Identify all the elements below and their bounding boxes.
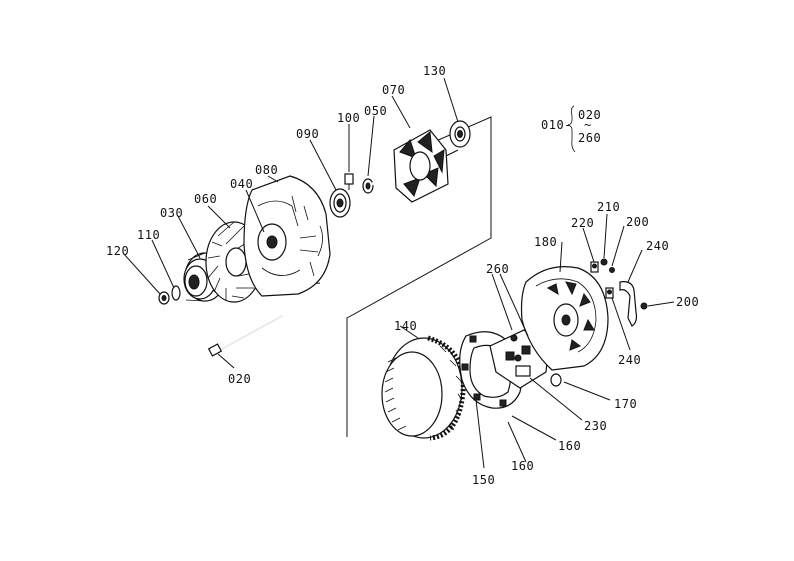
label-020: 020 [228,372,251,386]
washer-210 [600,258,608,266]
rear-frame-180 [520,266,609,371]
label-260: 260 [486,262,509,276]
collar-050 [362,178,374,194]
screw-100 [344,173,354,190]
label-250: 240 [646,239,669,253]
label-090: 090 [296,127,319,141]
label-130: 130 [423,64,446,78]
nut-200a [609,267,615,273]
label-210: 210 [597,200,620,214]
label-050: 050 [364,104,387,118]
label-200-top: 200 [626,215,649,229]
bearing-090 [329,188,351,218]
bearing-130 [449,120,471,148]
leader-lines [123,77,675,469]
label-060: 060 [194,192,217,206]
label-220: 220 [571,216,594,230]
label-100: 100 [337,111,360,125]
assembly-note-brace [567,105,576,153]
label-150: 150 [472,473,495,487]
terminal-bolt-220 [590,261,599,273]
label-240: 240 [618,353,641,367]
part-labels: 130 070 050 100 090 080 040 060 030 110 … [106,64,699,487]
bushing-190 [550,373,562,387]
assembly-note-prefix: 010- [541,118,572,132]
label-120: 120 [106,244,129,258]
assembly-note-from: 020 [578,108,601,122]
label-030: 030 [160,206,183,220]
label-180: 180 [534,235,557,249]
label-170: 160 [558,439,581,453]
label-140: 140 [394,319,417,333]
stator-140 [381,335,466,441]
pin-160 [501,411,513,419]
connector-250 [619,281,638,327]
rotor-070 [371,129,459,203]
nut-200b [640,302,648,310]
label-160: 160 [511,459,534,473]
label-110: 110 [137,228,160,242]
washer-110 [171,285,181,301]
label-230: 230 [584,419,607,433]
label-080: 080 [255,163,278,177]
drive-end-frame-080 [243,175,331,297]
terminal-240 [605,287,614,299]
group-bracket-line [346,116,492,437]
through-bolt-020 [207,315,283,357]
assembly-note-to: 260 [578,131,601,145]
label-190: 170 [614,397,637,411]
label-200-right: 200 [676,295,699,309]
assembly-note: 010- 020 ~ 260 [541,105,601,153]
assembly-note-tilde: ~ [584,118,592,132]
label-040: 040 [230,177,253,191]
label-070: 070 [382,83,405,97]
